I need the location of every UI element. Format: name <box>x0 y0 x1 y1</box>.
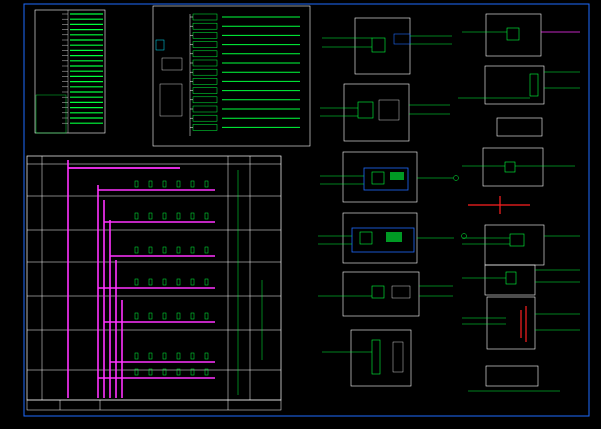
panel-box <box>350 329 412 387</box>
dist-breaker <box>192 124 218 131</box>
outlet-symbol <box>190 180 195 188</box>
panel-box <box>485 365 539 387</box>
outlet-symbol <box>190 352 195 360</box>
dist-breaker <box>192 114 218 122</box>
outlet-symbol <box>162 212 167 220</box>
outlet-symbol <box>162 278 167 286</box>
outlet-symbol <box>134 312 139 320</box>
outlet-symbol <box>134 278 139 286</box>
dist-breaker <box>192 41 218 48</box>
outlet-symbol <box>134 352 139 360</box>
outlet-symbol <box>190 278 195 286</box>
dist-breaker <box>192 87 218 94</box>
outlet-symbol <box>148 312 153 320</box>
panel-box <box>342 151 418 203</box>
outlet-symbol <box>176 368 181 376</box>
panel-group-a <box>318 17 467 387</box>
panel-box <box>484 65 545 105</box>
terminal-rows <box>62 13 103 124</box>
outlet-symbol <box>176 180 181 188</box>
panel-box <box>486 296 536 350</box>
dist-breaker <box>192 68 218 76</box>
outlet-symbol <box>204 352 209 360</box>
outlet-symbol <box>148 246 153 254</box>
panel-box <box>485 13 542 57</box>
dist-breaker <box>192 32 218 39</box>
panel-box <box>342 212 418 264</box>
panel-box <box>354 17 411 75</box>
outlet-symbol <box>162 246 167 254</box>
outlet-symbol <box>190 312 195 320</box>
dist-breaker <box>192 105 218 113</box>
outlet-symbol <box>176 278 181 286</box>
outlet-symbol <box>190 246 195 254</box>
outlet-symbol <box>204 312 209 320</box>
outlet-symbol <box>176 352 181 360</box>
outlet-symbol <box>176 312 181 320</box>
panel-box <box>482 147 544 187</box>
dist-breaker <box>192 59 218 67</box>
outlet-symbol <box>148 212 153 220</box>
dist-breaker <box>192 96 218 104</box>
dist-breaker <box>192 78 218 85</box>
panel-box <box>484 224 545 266</box>
panel-box <box>343 83 410 142</box>
outlet-symbol <box>162 368 167 376</box>
outlet-symbol <box>148 368 153 376</box>
outlet-symbol <box>204 212 209 220</box>
riser-diagram <box>26 155 282 411</box>
outlet-symbol <box>148 352 153 360</box>
panel-box <box>484 264 536 296</box>
outlet-symbol <box>204 278 209 286</box>
panel-group-b <box>458 13 580 392</box>
outlet-symbol <box>148 278 153 286</box>
distribution-schedule <box>152 5 311 147</box>
outlet-symbol <box>190 212 195 220</box>
distribution-rows <box>190 13 300 131</box>
outlet-symbol <box>134 246 139 254</box>
panel-box <box>342 271 420 317</box>
panel-box <box>496 117 543 137</box>
drawing-frame <box>23 3 590 417</box>
floor-taps <box>98 180 215 379</box>
outlet-symbol <box>134 180 139 188</box>
outlet-symbol <box>162 312 167 320</box>
outlet-symbol <box>148 180 153 188</box>
outlet-symbol <box>162 180 167 188</box>
dist-breaker <box>192 50 218 58</box>
outlet-symbol <box>204 368 209 376</box>
outlet-symbol <box>134 368 139 376</box>
dist-breaker <box>192 13 218 21</box>
terminal-schedule <box>34 9 106 134</box>
outlet-symbol <box>204 180 209 188</box>
outlet-symbol <box>176 246 181 254</box>
floor-lines <box>27 195 281 371</box>
dist-breaker <box>192 22 218 30</box>
outlet-symbol <box>134 212 139 220</box>
outlet-symbol <box>190 368 195 376</box>
outlet-symbol <box>162 352 167 360</box>
outlet-symbol <box>204 246 209 254</box>
outlet-symbol <box>176 212 181 220</box>
